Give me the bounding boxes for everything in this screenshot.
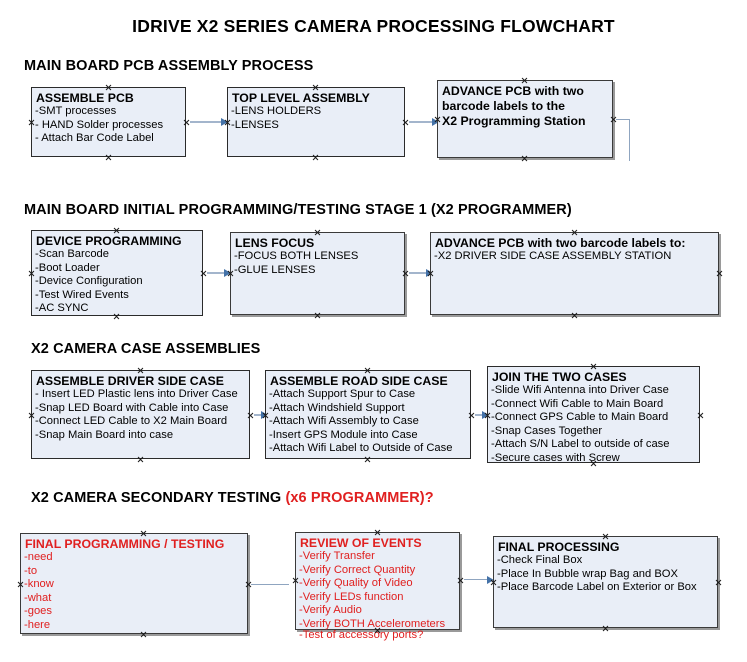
node-item: -Secure cases with Screw [491,451,620,464]
page-title: IDRIVE X2 SERIES CAMERA PROCESSING FLOWC… [132,16,615,36]
node-item: -Scan Barcode [35,248,110,260]
arrowhead-icon [224,269,231,277]
section-title-accent: (x6 PROGRAMMER)? [285,490,434,506]
node-item: -Attach Windshield Support [269,401,405,414]
arrowhead-icon [261,411,268,419]
node-item: -Place In Bubble wrap Bag and BOX [497,567,678,580]
node-item: -Verify Correct Quantity [299,563,416,576]
node-item: -Test Wired Events [35,288,129,301]
node-join-the-two-cases[interactable]: JOIN THE TWO CASES -Slide Wifi Antenna i… [487,366,700,464]
node-item: -X2 DRIVER SIDE CASE ASSEMBLY STATION [434,250,672,262]
connector-stub [616,119,630,120]
node-item: -Boot Loader [35,261,100,274]
node-item: -Attach S/N Label to outside of case [491,438,670,451]
node-title: ADVANCE PCB with two [442,84,584,98]
connector-stub [629,119,630,161]
node-assemble-pcb[interactable]: ASSEMBLE PCB -SMT processes - HAND Solde… [31,87,186,157]
node-item: X2 Programming Station [442,114,586,128]
section-title-text: X2 CAMERA SECONDARY TESTING [31,490,286,506]
node-title: JOIN THE TWO CASES [492,370,627,384]
node-title: FINAL PROCESSING [498,540,620,554]
connector-stub [251,584,289,585]
node-title: ASSEMBLE PCB [36,91,134,105]
connector-line [475,414,484,416]
arrowhead-icon [482,411,489,419]
arrowhead-icon [426,269,433,277]
section-title-main-board-initial-programming: MAIN BOARD INITIAL PROGRAMMING/TESTING S… [24,202,572,218]
node-item: -FOCUS BOTH LENSES [234,250,359,262]
node-item: -Check Final Box [497,554,583,566]
node-final-processing[interactable]: FINAL PROCESSING -Check Final Box -Place… [493,536,718,628]
node-item: -goes [24,605,52,618]
node-review-of-events[interactable]: REVIEW OF EVENTS -Verify Transfer -Verif… [295,532,460,641]
node-item: -Place Barcode Label on Exterior or Box [497,581,697,594]
node-item: -Connect LED Cable to X2 Main Board [35,415,228,428]
node-item: -Insert GPS Module into Case [269,428,418,441]
arrowhead-icon [432,118,439,126]
node-item: -to [24,564,38,577]
node-title: TOP LEVEL ASSEMBLY [232,91,370,105]
node-item: -LENS HOLDERS [231,105,322,117]
node-item: -Verify Audio [299,604,362,617]
node-advance-pcb-driver-side[interactable]: ADVANCE PCB with two barcode labels to: … [430,232,719,315]
arrowhead-icon [221,118,228,126]
node-item: -Slide Wifi Antenna into Driver Case [491,384,669,396]
connector-line [190,121,222,123]
node-item: -Verify Quality of Video [299,577,413,590]
connector-line [464,579,489,580]
node-item: -need [24,551,53,563]
section-title-main-board-pcb-assembly: MAIN BOARD PCB ASSEMBLY PROCESS [24,58,314,74]
node-top-level-assembly[interactable]: TOP LEVEL ASSEMBLY -LENS HOLDERS -LENSES [227,87,405,157]
node-item: -SMT processes [35,105,117,117]
node-assemble-road-side-case[interactable]: ASSEMBLE ROAD SIDE CASE -Attach Support … [265,370,471,459]
node-item: -Attach Support Spur to Case [269,388,416,400]
connector-line [409,121,434,123]
node-item: -Verify BOTH Accelerometers [299,617,446,630]
node-item: -what [24,591,52,604]
node-device-programming[interactable]: DEVICE PROGRAMMING -Scan Barcode -Boot L… [31,230,203,316]
node-item: -Snap Main Board into case [35,428,174,441]
node-title: ASSEMBLE DRIVER SIDE CASE [36,374,224,388]
node-title: LENS FOCUS [235,236,315,250]
node-item: -Attach Wifi Assembly to Case [269,415,419,428]
section-title-x2-camera-case-assemblies: X2 CAMERA CASE ASSEMBLIES [31,341,261,357]
node-item: barcode labels to the [442,99,565,113]
node-title: REVIEW OF EVENTS [300,536,422,550]
section-title-x2-camera-secondary-testing: X2 CAMERA SECONDARY TESTING (x6 PROGRAMM… [31,490,434,506]
node-item: -Connect GPS Cable to Main Board [491,411,669,424]
node-advance-pcb-programming-station[interactable]: ADVANCE PCB with two barcode labels to t… [437,80,613,158]
node-item: -Snap LED Board with Cable into Case [35,401,229,414]
node-item: -here [24,618,51,631]
node-item: - Attach Bar Code Label [35,132,154,145]
connector-line [409,272,427,274]
node-title: ADVANCE PCB with two barcode labels to: [435,236,686,250]
arrowhead-icon [487,576,494,584]
node-item: -Verify LEDs function [299,590,404,603]
node-item: -Snap Cases Together [491,424,603,437]
node-item: - HAND Solder processes [35,118,164,131]
node-final-programming-testing[interactable]: FINAL PROGRAMMING / TESTING -need -to -k… [20,533,248,634]
node-item: -know [24,578,54,591]
node-title: ASSEMBLE ROAD SIDE CASE [270,374,448,388]
node-item: -Device Configuration [35,275,143,288]
connector-line [207,272,225,274]
node-lens-focus[interactable]: LENS FOCUS -FOCUS BOTH LENSES -GLUE LENS… [230,232,405,315]
node-item: -Attach Wifi Label to Outside of Case [269,442,453,455]
node-item-overflow: -Test of accessory ports? [299,629,424,642]
node-item: -Connect Wifi Cable to Main Board [491,397,664,410]
node-item: -AC SYNC [35,302,89,315]
node-item: - Insert LED Plastic lens into Driver Ca… [35,388,238,400]
node-title: DEVICE PROGRAMMING [36,234,182,248]
node-item: -Verify Transfer [299,550,375,562]
node-title: FINAL PROGRAMMING / TESTING [25,537,225,551]
connector-line [254,414,263,416]
node-assemble-driver-side-case[interactable]: ASSEMBLE DRIVER SIDE CASE - Insert LED P… [31,370,250,459]
node-item: -LENSES [231,118,279,131]
node-item: -GLUE LENSES [234,263,316,276]
